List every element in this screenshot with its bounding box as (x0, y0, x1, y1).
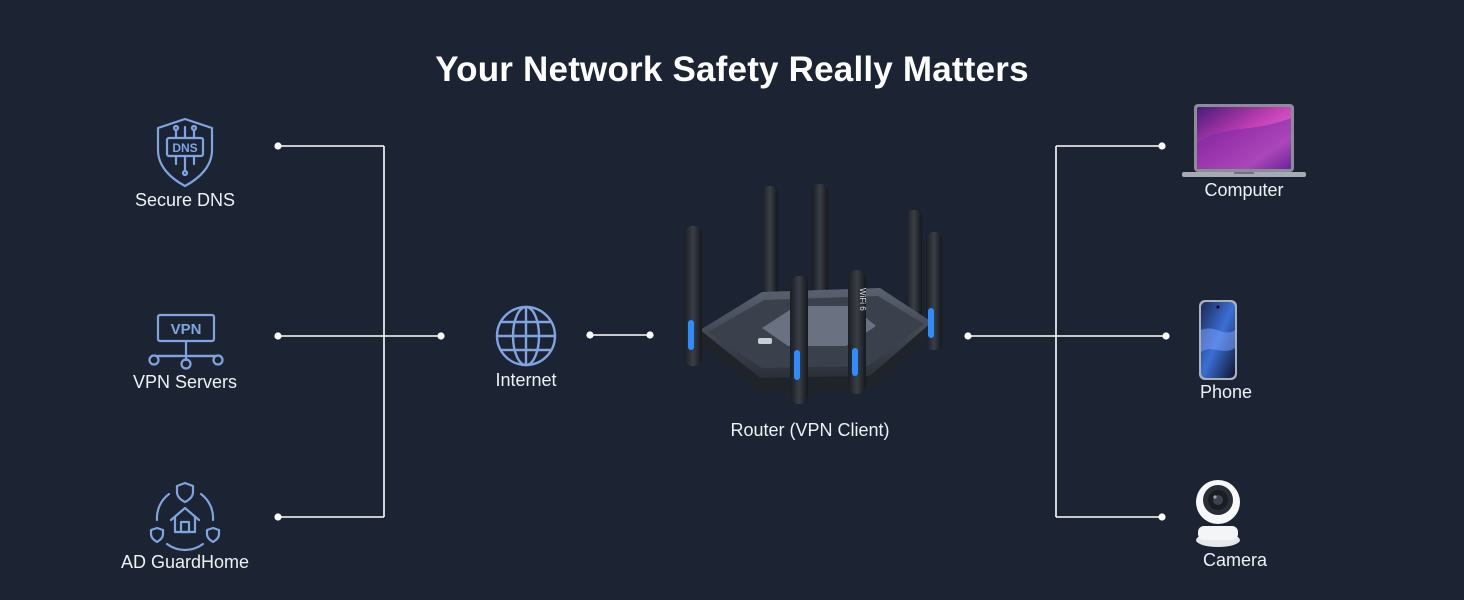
globe-icon (495, 305, 557, 367)
node-router: LINK WiFi 6 Router (VPN Client) (670, 180, 950, 444)
node-internet: Internet (474, 302, 578, 396)
vpn-server-icon: VPN (148, 313, 224, 370)
node-vpn-servers: VPN VPN Servers (110, 310, 260, 400)
camera-label: Camera (1202, 550, 1268, 570)
router-icon: LINK WiFi 6 (684, 184, 942, 404)
node-secure-dns: DNS Secure DNS (110, 112, 260, 212)
phone-label: Phone (1199, 382, 1253, 402)
diagram-title: Your Network Safety Really Matters (435, 50, 1029, 89)
internet-label: Internet (495, 370, 557, 390)
computer-label: Computer (1204, 180, 1284, 200)
node-camera: Camera (1180, 472, 1290, 578)
secure-dns-label: Secure DNS (134, 190, 236, 210)
guard-home-icon (149, 481, 221, 552)
node-ad-guardhome: AD GuardHome (100, 478, 270, 578)
laptop-icon (1182, 104, 1306, 177)
vpn-servers-label: VPN Servers (132, 372, 238, 392)
phone-icon (1199, 300, 1237, 380)
shield-dns-icon: DNS (156, 117, 214, 188)
ad-guardhome-label: AD GuardHome (120, 552, 250, 572)
svg-text:WiFi 6: WiFi 6 (858, 288, 867, 311)
camera-icon (1196, 480, 1240, 547)
node-phone: Phone (1180, 298, 1272, 408)
svg-text:DNS: DNS (172, 141, 197, 155)
router-label: Router (VPN Client) (730, 420, 890, 440)
svg-text:VPN: VPN (171, 321, 202, 338)
node-computer: Computer (1180, 104, 1308, 204)
